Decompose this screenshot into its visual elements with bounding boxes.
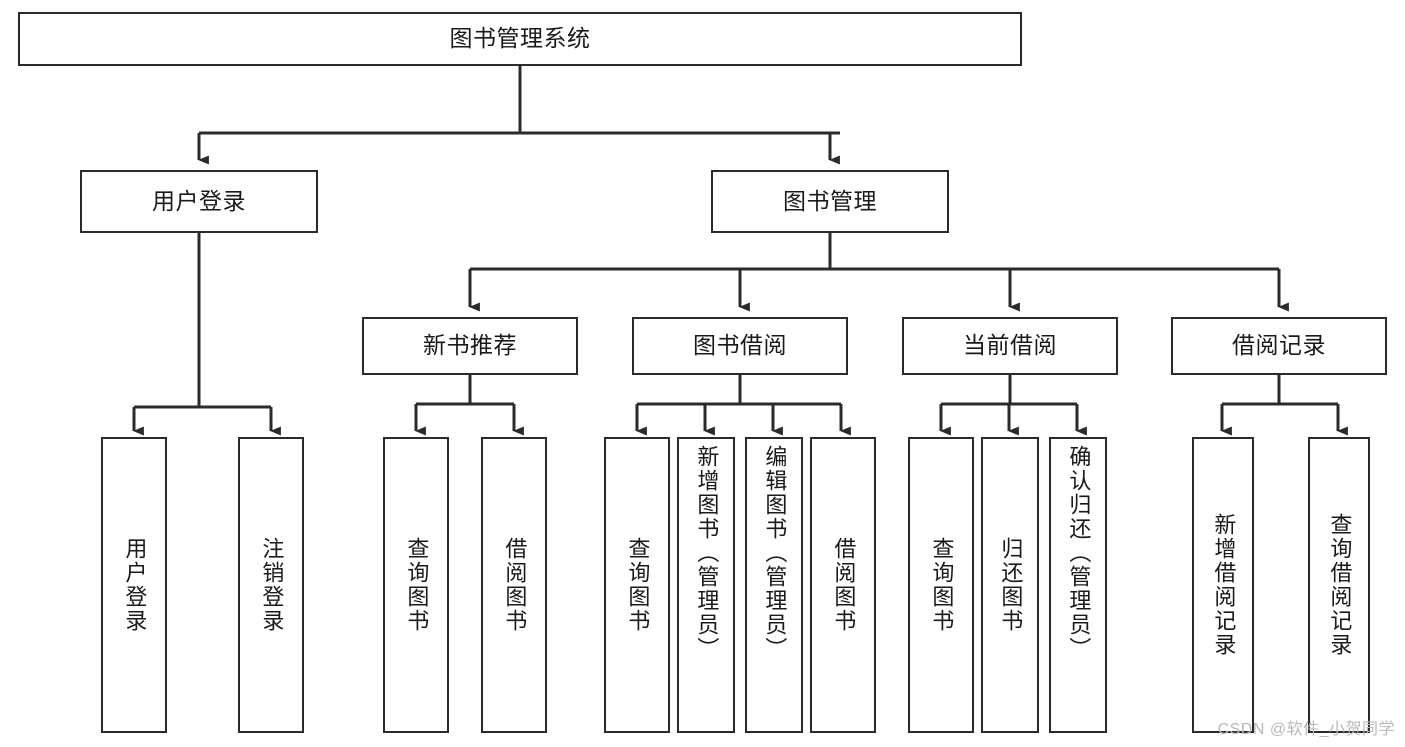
leaf-label: 编辑图书（管理员） — [762, 445, 788, 661]
leaf-book-borrow-query-book[interactable]: 查询图书 — [604, 437, 670, 733]
leaf-borrow-record-query-record[interactable]: 查询借阅记录 — [1308, 437, 1370, 733]
node-book-borrow[interactable]: 图书借阅 — [632, 317, 848, 375]
leaf-label: 确认归还（管理员） — [1066, 445, 1092, 661]
node-current-borrow[interactable]: 当前借阅 — [902, 317, 1118, 375]
node-book-manage-label: 图书管理 — [783, 187, 877, 214]
node-book-manage[interactable]: 图书管理 — [711, 170, 949, 233]
node-root[interactable]: 图书管理系统 — [18, 12, 1022, 66]
leaf-user-login-logout[interactable]: 注销登录 — [238, 437, 304, 733]
node-user-login-label: 用户登录 — [152, 187, 246, 214]
node-root-label: 图书管理系统 — [449, 25, 591, 52]
node-new-book-recommend-label: 新书推荐 — [423, 332, 517, 359]
leaf-label: 查询借阅记录 — [1327, 513, 1353, 657]
leaf-label: 查询图书 — [404, 537, 430, 633]
leaf-label: 查询图书 — [625, 537, 651, 633]
leaf-user-login-user-login[interactable]: 用户登录 — [101, 437, 167, 733]
leaf-current-borrow-return-book[interactable]: 归还图书 — [981, 437, 1039, 733]
leaf-new-book-borrow-book[interactable]: 借阅图书 — [481, 437, 547, 733]
leaf-label: 查询图书 — [929, 537, 955, 633]
watermark: CSDN @软件_小贺同学 — [1217, 721, 1395, 738]
node-current-borrow-label: 当前借阅 — [963, 332, 1057, 359]
node-book-borrow-label: 图书借阅 — [693, 332, 787, 359]
node-new-book-recommend[interactable]: 新书推荐 — [362, 317, 578, 375]
leaf-label: 新增图书（管理员） — [694, 445, 720, 661]
leaf-book-borrow-edit-book[interactable]: 编辑图书（管理员） — [745, 437, 803, 733]
leaf-current-borrow-query-book[interactable]: 查询图书 — [908, 437, 974, 733]
node-borrow-record[interactable]: 借阅记录 — [1171, 317, 1387, 375]
leaf-new-book-query-book[interactable]: 查询图书 — [383, 437, 449, 733]
leaf-label: 借阅图书 — [831, 537, 857, 633]
leaf-book-borrow-borrow-book[interactable]: 借阅图书 — [810, 437, 876, 733]
leaf-label: 归还图书 — [998, 537, 1024, 633]
leaf-book-borrow-add-book[interactable]: 新增图书（管理员） — [677, 437, 735, 733]
leaf-current-borrow-confirm-return[interactable]: 确认归还（管理员） — [1049, 437, 1107, 733]
leaf-label: 借阅图书 — [502, 537, 528, 633]
leaf-borrow-record-add-record[interactable]: 新增借阅记录 — [1192, 437, 1254, 733]
leaf-label: 用户登录 — [122, 537, 148, 633]
node-user-login[interactable]: 用户登录 — [80, 170, 318, 233]
leaf-label: 注销登录 — [259, 537, 285, 633]
node-borrow-record-label: 借阅记录 — [1232, 332, 1326, 359]
leaf-label: 新增借阅记录 — [1211, 513, 1237, 657]
